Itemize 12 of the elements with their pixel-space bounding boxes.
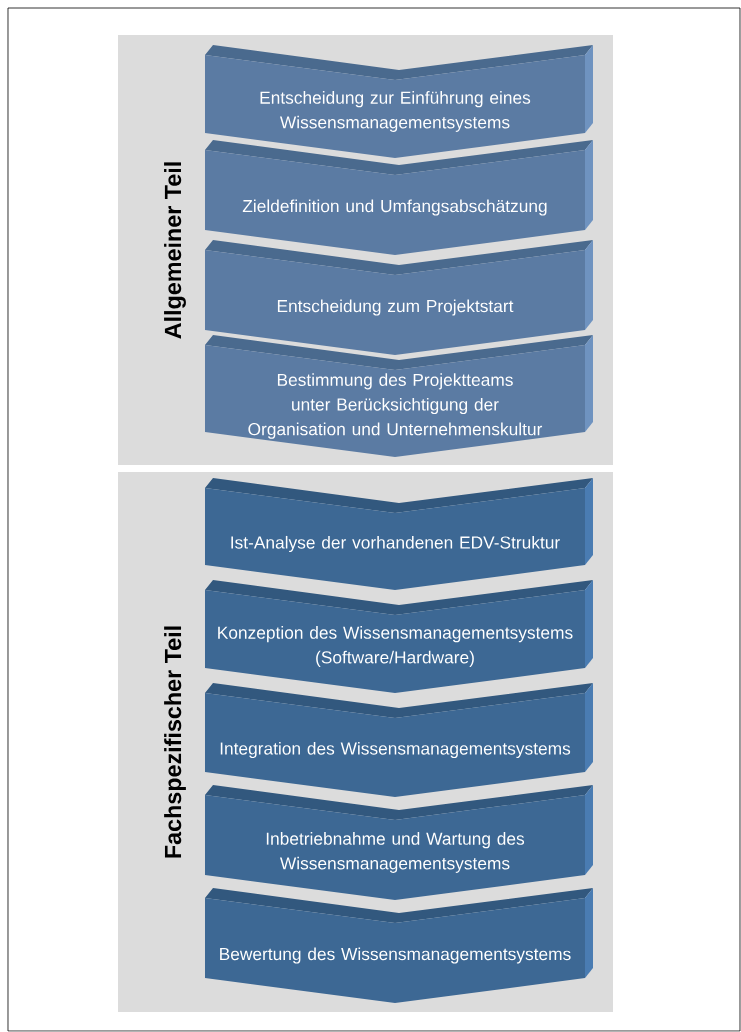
chevron-step: Entscheidung zum Projektstart <box>205 240 593 355</box>
chevron-step: Ist-Analyse der vorhandenen EDV-Struktur <box>205 478 593 590</box>
chevron-step: Konzeption des Wissensmanagementsystems (Software/Hardware) <box>205 580 593 693</box>
node-label: Bestimmung des Projektteams unter Berücksichtigung der Organisation und Unternehmenskultur <box>248 373 543 439</box>
node-label: Zieldefinition und Umfangsabschätzung <box>242 199 547 216</box>
chevron-step: Entscheidung zur Einführung eines Wissensmanagementsystems <box>205 45 593 158</box>
chevron-step: Inbetriebnahme und Wartung des Wissensmanagementsystems <box>205 785 593 900</box>
chevron-step: Integration des Wissensmanagementsystems <box>205 683 593 797</box>
chevron-step: Bestimmung des Projektteams unter Berücksichtigung der Organisation und Unternehmenskultur <box>205 335 593 457</box>
chevron-step: Bewertung des Wissensmanagementsystems <box>205 888 593 1003</box>
node-label: Entscheidung zum Projektstart <box>277 299 514 316</box>
chevron-step: Zieldefinition und Umfangsabschätzung <box>205 140 593 255</box>
